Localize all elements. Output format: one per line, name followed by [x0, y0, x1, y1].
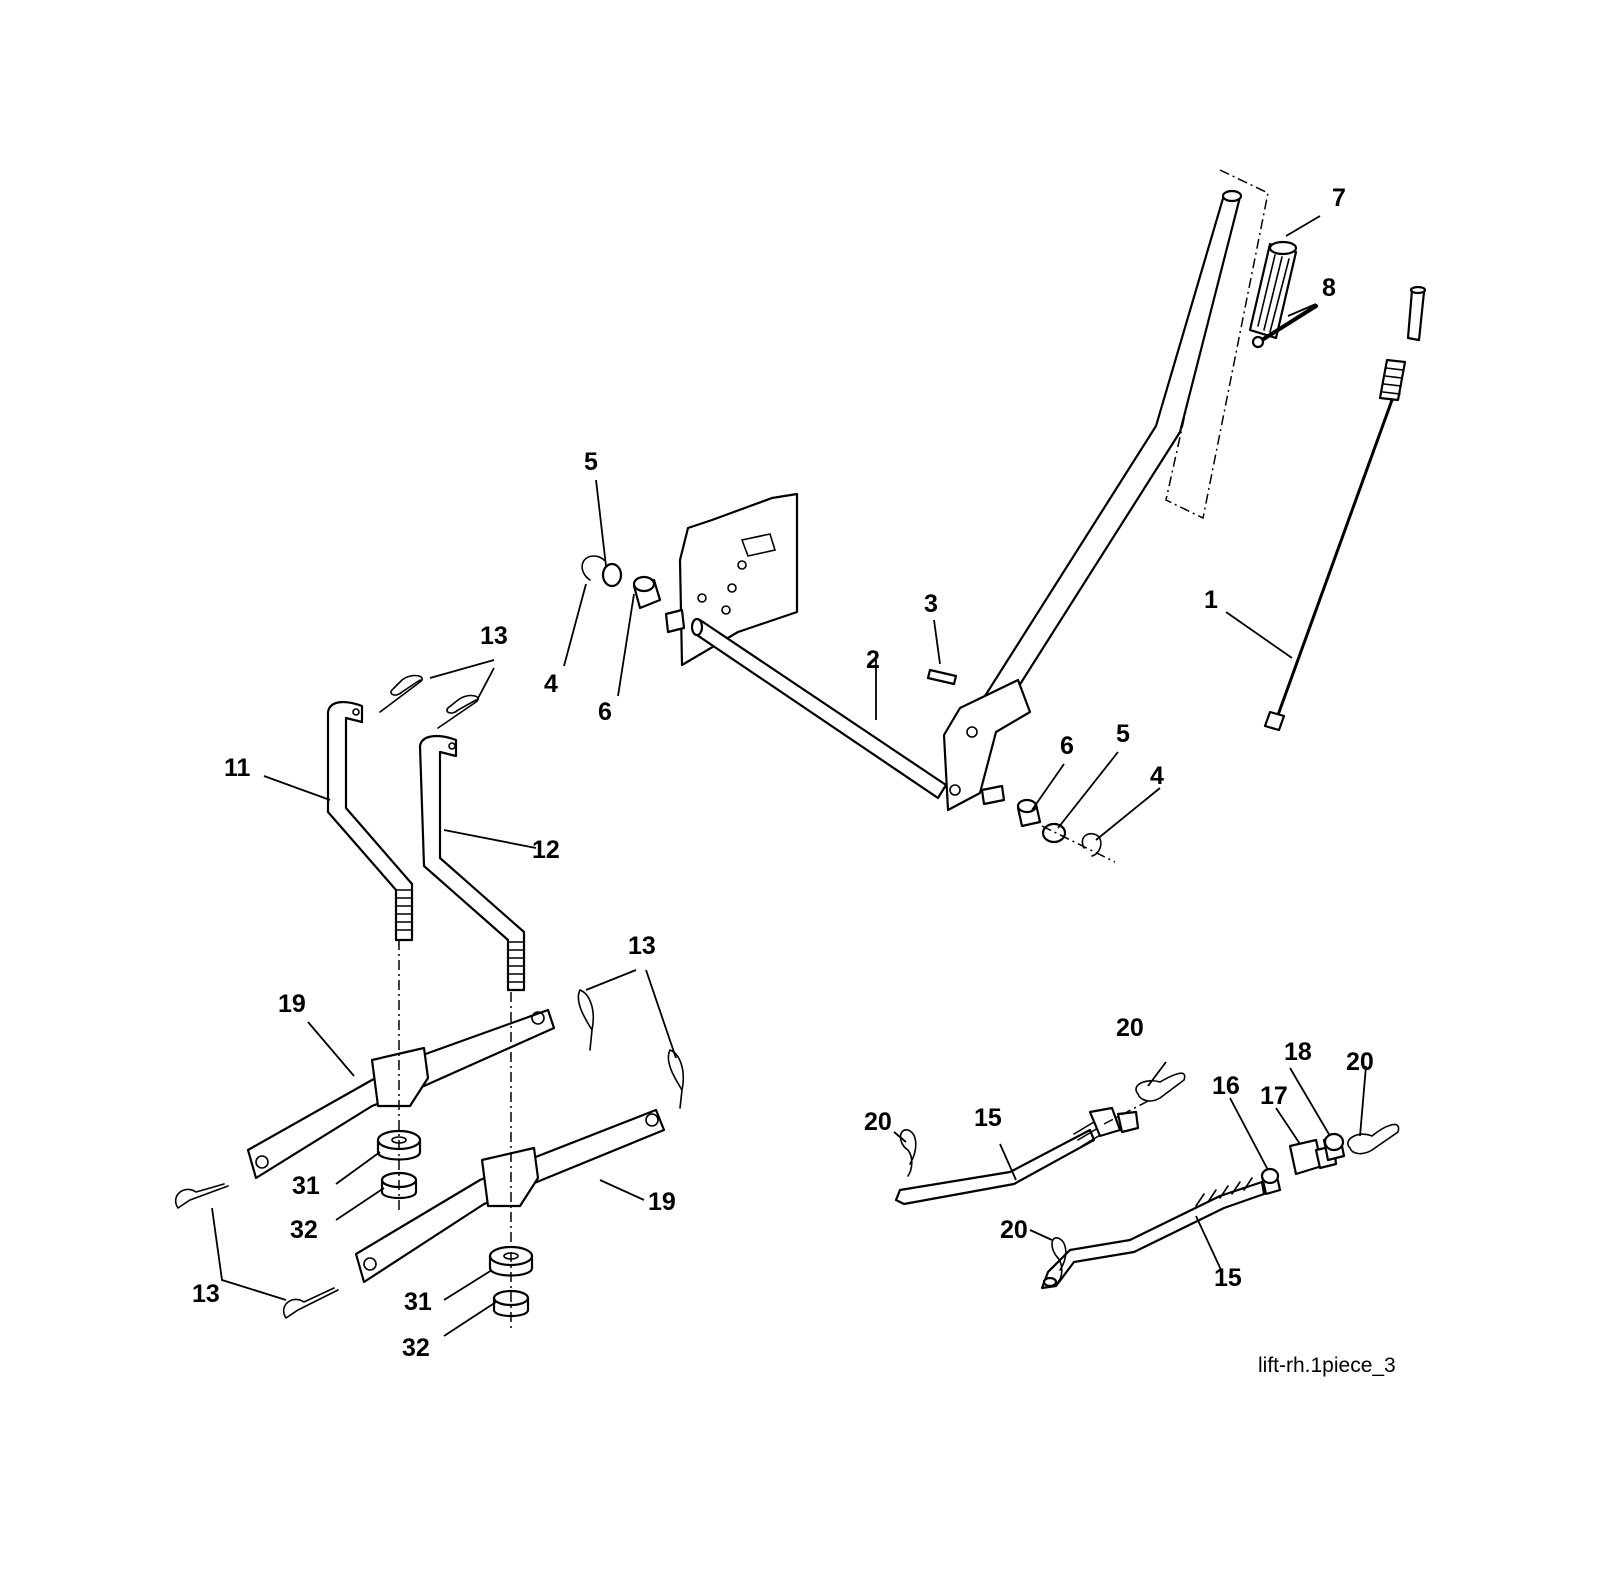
- callout-13-bottom: 13: [192, 1280, 220, 1308]
- lift-handle: [983, 169, 1269, 710]
- leader-lines: [211, 215, 1367, 1337]
- callout-8: 8: [1322, 274, 1336, 302]
- lift-link-left: [326, 700, 414, 942]
- callout-labels: 7 8 1 3 2 5 4 6 6 5 4 13 11 12 13 19 19 …: [192, 184, 1374, 1362]
- callout-13-right: 13: [628, 932, 656, 960]
- callout-4-left: 4: [544, 670, 558, 698]
- drawing-reference: lift-rh.1piece_3: [1258, 1354, 1396, 1377]
- left-bushing-set: [581, 555, 662, 610]
- callout-15-lower: 15: [1214, 1264, 1242, 1292]
- lift-cable: [1263, 285, 1427, 732]
- callout-16: 16: [1212, 1072, 1240, 1100]
- callout-5-right: 5: [1116, 720, 1130, 748]
- roll-pin: [1251, 304, 1318, 349]
- callout-11: 11: [224, 754, 251, 782]
- callout-32-lower: 32: [402, 1334, 430, 1362]
- lift-arm-lower: [354, 1108, 666, 1284]
- callout-19-upper: 19: [278, 990, 306, 1018]
- callout-31-lower: 31: [404, 1288, 432, 1316]
- lift-arm-upper: [246, 1008, 556, 1180]
- callout-7: 7: [1332, 184, 1346, 212]
- callout-20-left: 20: [864, 1108, 892, 1136]
- callout-1: 1: [1204, 586, 1218, 614]
- callout-19-lower: 19: [648, 1188, 676, 1216]
- handle-grip-knob: [1248, 240, 1298, 340]
- callout-12: 12: [532, 836, 560, 864]
- jam-nut-16: [1260, 1167, 1282, 1196]
- callout-32-upper: 32: [290, 1216, 318, 1244]
- callout-20-top: 20: [1116, 1014, 1144, 1042]
- hairpin-clips-20: [899, 1072, 1400, 1283]
- callout-17: 17: [1260, 1082, 1288, 1110]
- callout-20-right: 20: [1346, 1048, 1374, 1076]
- hairpin-clips-13: [174, 674, 685, 1319]
- callout-2: 2: [866, 646, 880, 674]
- shaft-pin: [926, 668, 958, 686]
- callout-6-left: 6: [598, 698, 612, 726]
- callout-18: 18: [1284, 1038, 1312, 1066]
- callout-4-right: 4: [1150, 762, 1164, 790]
- lift-link-right: [418, 734, 526, 992]
- trunnion-block-17: [1288, 1138, 1338, 1176]
- pivot-block: [664, 608, 1032, 812]
- mounting-bracket-plate: [678, 492, 799, 667]
- callout-3: 3: [924, 590, 938, 618]
- callout-13-top: 13: [480, 622, 508, 650]
- callout-15-upper: 15: [974, 1104, 1002, 1132]
- callout-5-left: 5: [584, 448, 598, 476]
- adjustment-rod-upper: [894, 1106, 1140, 1206]
- callout-31-upper: 31: [292, 1172, 320, 1200]
- callout-20-mid: 20: [1000, 1216, 1028, 1244]
- nut-18: [1322, 1132, 1346, 1162]
- lift-shaft: [690, 617, 948, 800]
- callout-6-right: 6: [1060, 732, 1074, 760]
- right-bushing-set: [1016, 798, 1116, 863]
